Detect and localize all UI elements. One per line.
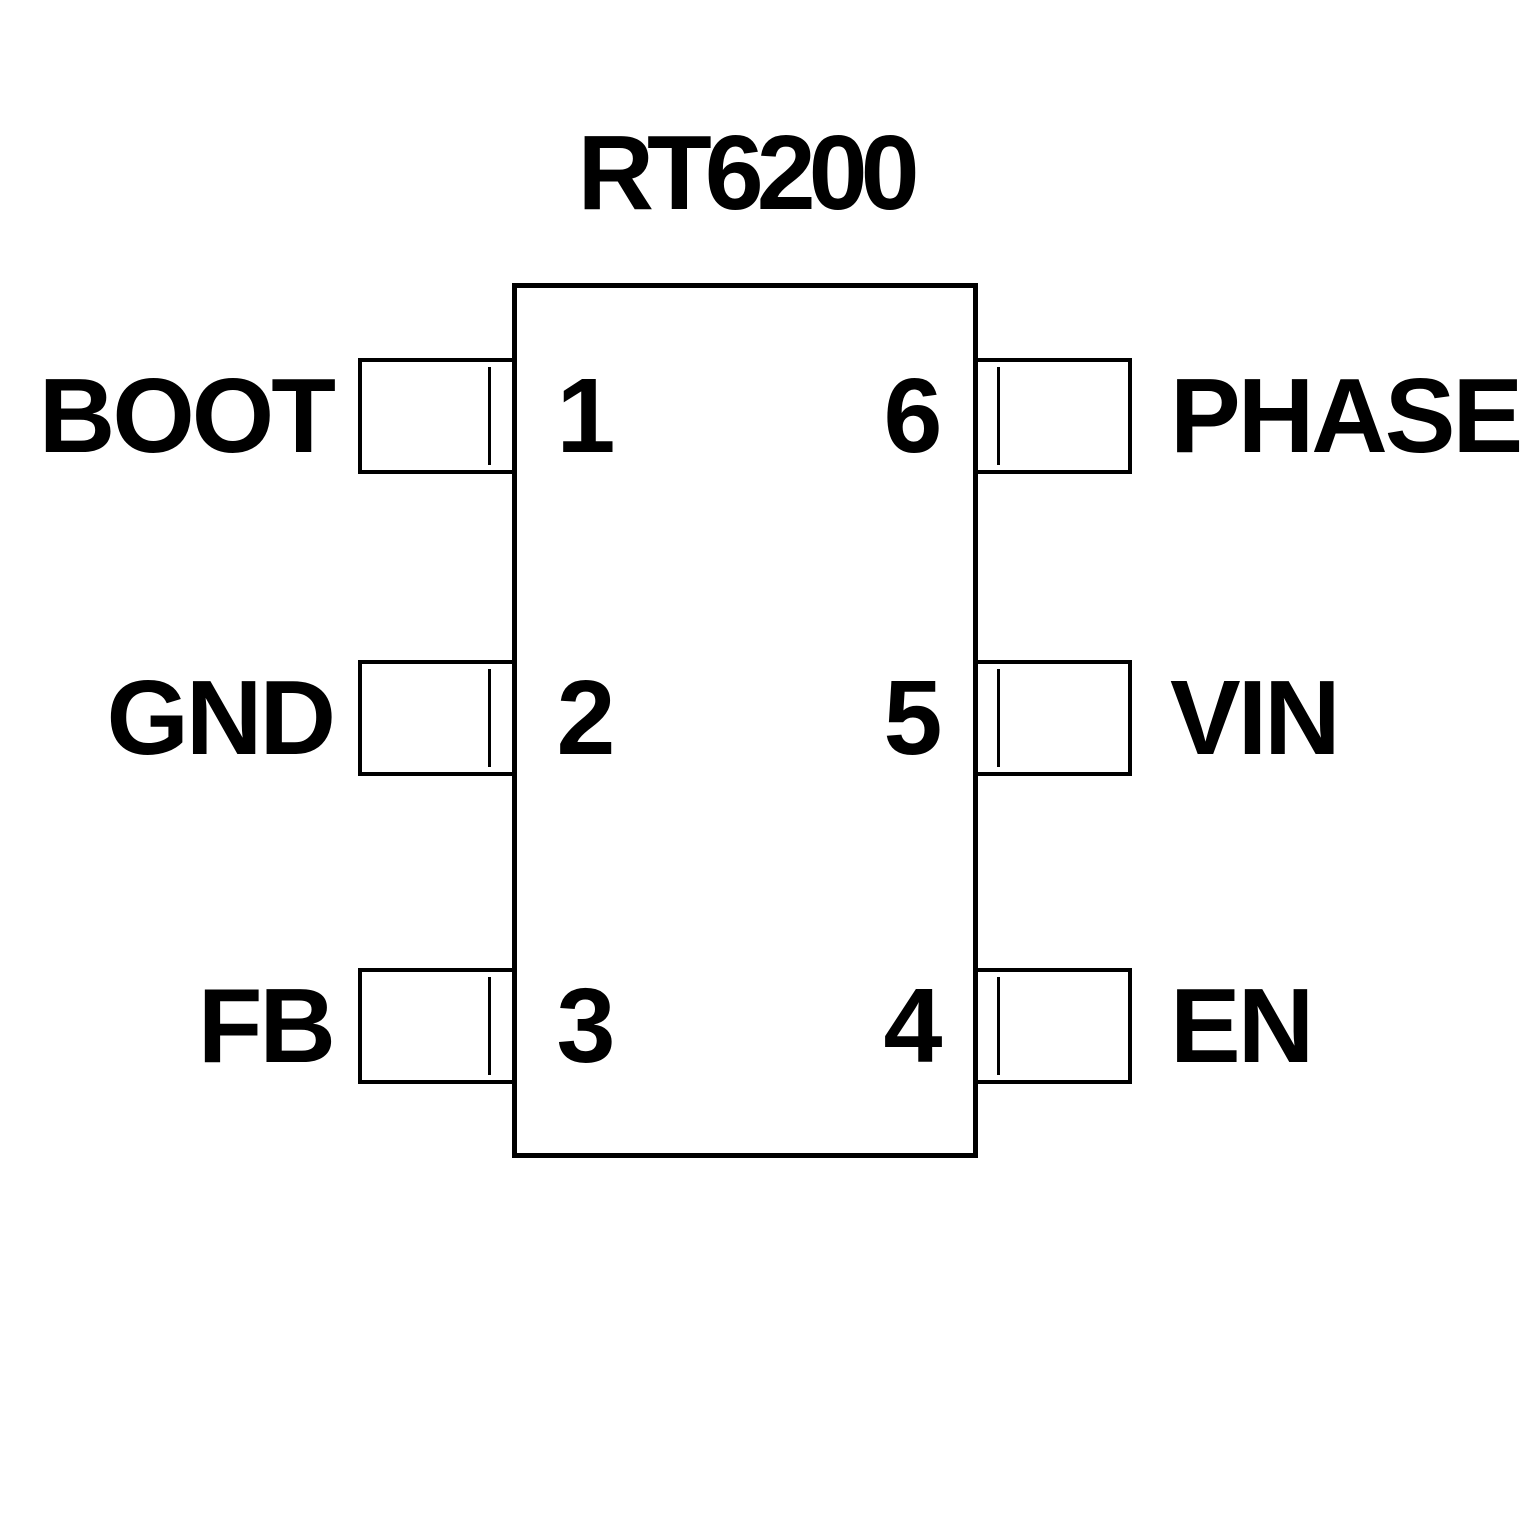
pin-pad-6 <box>972 358 1132 474</box>
pin-number-2: 2 <box>556 659 616 777</box>
pin-label-fb: FB <box>197 967 336 1085</box>
pin-number-3: 3 <box>556 967 616 1085</box>
pin-number-5: 5 <box>883 659 943 777</box>
pin-pad-5 <box>972 660 1132 776</box>
pin-lead-line <box>488 367 491 465</box>
chip-title: RT6200 <box>577 114 919 232</box>
pin-pad-4 <box>972 968 1132 1084</box>
pin-number-4: 4 <box>883 967 943 1085</box>
pin-lead-line <box>997 367 1000 465</box>
pin-pad-2 <box>358 660 518 776</box>
pin-lead-line <box>488 669 491 767</box>
pin-lead-line <box>997 977 1000 1075</box>
pin-label-gnd: GND <box>106 659 336 777</box>
chip-body <box>512 283 978 1158</box>
pin-label-boot: BOOT <box>38 357 336 475</box>
pin-number-6: 6 <box>883 357 943 475</box>
pin-pad-1 <box>358 358 518 474</box>
pin-lead-line <box>488 977 491 1075</box>
pin-lead-line <box>997 669 1000 767</box>
pin-number-1: 1 <box>556 357 616 475</box>
pin-pad-3 <box>358 968 518 1084</box>
pin-label-en: EN <box>1170 967 1314 1085</box>
pin-label-vin: VIN <box>1170 659 1341 777</box>
pin-label-phase: PHASE <box>1170 357 1523 475</box>
